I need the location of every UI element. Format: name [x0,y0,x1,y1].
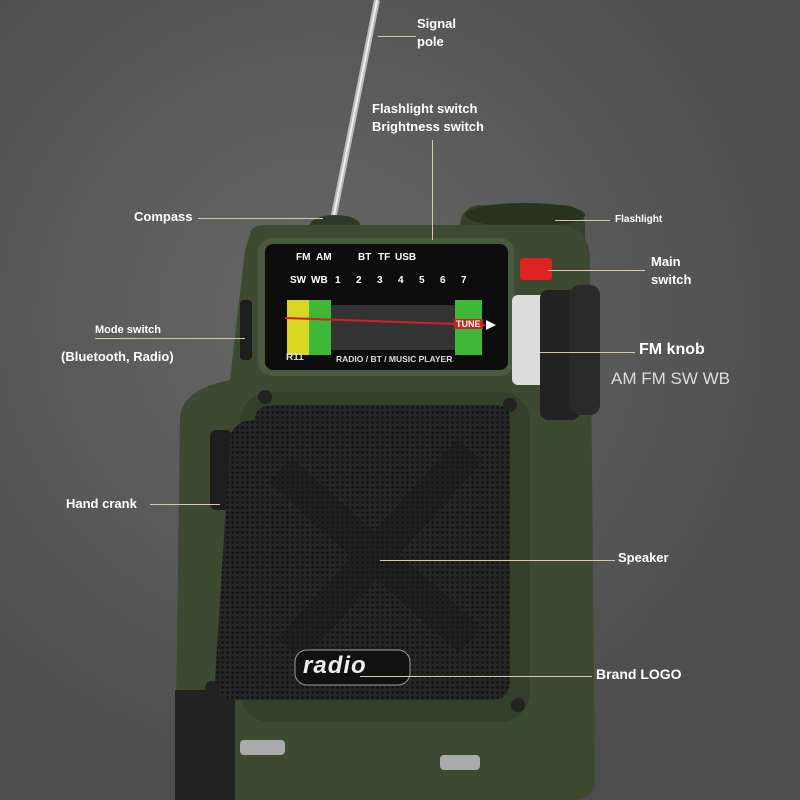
label-signal-pole: Signal pole [417,15,456,51]
screw-icon [511,698,525,712]
side-panel [570,285,600,415]
label-fm-knob: FM knob [639,341,705,358]
main-switch [520,258,552,280]
label-line: Flashlight switch [372,101,478,116]
mode-switch [240,300,252,360]
leader-line [150,504,220,505]
tune-needle [284,317,486,326]
label-speaker: Speaker [618,550,669,565]
display-band-6: 6 [440,275,446,286]
label-mode-switch: Mode switch [95,324,162,336]
display-usb: USB [395,252,417,263]
display-footer: RADIO / BT / MUSIC PLAYER [336,354,453,364]
label-bands: AM FM SW WB [611,369,730,388]
display-bt: BT [358,252,372,263]
display-band-2: 2 [356,275,362,286]
display-fm: FM [296,252,311,263]
screw-icon [503,398,517,412]
display-band-3: 3 [377,275,383,286]
label-flashlight: Flashlight [615,214,663,225]
band-scale-yellow [287,300,309,355]
label-main-switch: Main switch [651,253,691,289]
band-scale-green [309,300,331,355]
label-line: pole [417,34,444,49]
screw-icon [258,390,272,404]
screw-icon [205,681,219,695]
label-line: Brightness switch [372,119,484,134]
leader-line [548,270,645,271]
leader-line [360,676,592,677]
foot-left [240,740,285,755]
hand-crank [210,430,232,510]
speaker-x-emboss [268,438,483,662]
label-hand-crank: Hand crank [66,496,137,511]
leader-line [540,352,635,353]
display-tune: TUNE [454,319,483,329]
display-band-5: 5 [419,275,425,286]
brand-logo: radio [303,652,367,679]
label-mode-switch-detail: (Bluetooth, Radio) [61,349,174,364]
label-brand-logo: Brand LOGO [596,666,682,682]
leader-line [555,220,610,221]
foot-right [440,755,480,770]
leader-line [380,560,615,561]
leader-line [432,140,433,240]
base-stand [175,690,235,800]
antenna-highlight [332,0,378,221]
display-band-1: 1 [335,275,341,286]
leader-line [198,218,323,219]
label-line: switch [651,272,692,287]
label-line: Signal [417,16,457,31]
label-compass: Compass [134,209,193,224]
tune-arrow-icon [486,320,496,330]
display-model: R11 [286,352,304,363]
display-text: FM AM BT TF USB SW WB 1 2 3 4 5 6 7 TUNE… [268,246,506,368]
display-tf: TF [378,252,391,263]
leader-line [95,338,245,339]
label-line: Main [651,254,681,269]
display-band-4: 4 [398,275,404,286]
display-am: AM [316,252,332,263]
display-sw: SW [290,275,307,286]
display-wb: WB [311,275,328,286]
flashlight-lens [465,203,585,227]
display-band-7: 7 [461,275,467,286]
leader-line [378,36,416,37]
